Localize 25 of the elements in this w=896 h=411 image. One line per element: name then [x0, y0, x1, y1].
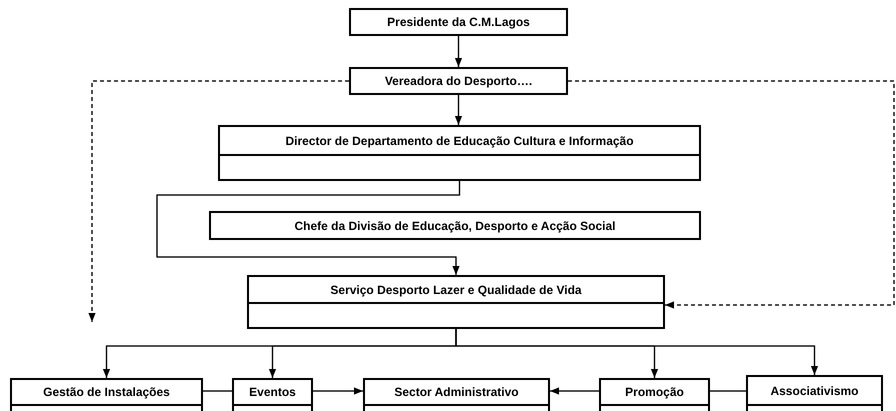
box-title: Director de Departamento de Educação Cultura e Informação: [285, 132, 634, 150]
box-title: Vereadora do Desporto….: [384, 73, 532, 90]
dashed-arrow: [568, 80, 895, 309]
box-title: Associativismo: [770, 382, 859, 400]
connector-line: [710, 390, 746, 392]
dashed-arrow: [88, 80, 349, 322]
box-title: Gestão de Instalações: [43, 384, 170, 401]
org-box: [349, 8, 568, 36]
connector-line: [203, 390, 232, 392]
arrow: [454, 36, 462, 67]
box-title: Sector Administrativo: [394, 384, 519, 401]
org-box: [209, 211, 701, 240]
box-title: Promoção: [625, 384, 684, 401]
arrow: [156, 181, 460, 275]
box-title: Eventos: [249, 384, 296, 401]
arrow: [550, 387, 599, 395]
org-box: [349, 67, 568, 95]
org-box: [247, 275, 665, 329]
box-title: Serviço Desporto Lazer e Qualidade de Vida: [330, 282, 582, 298]
arrow: [313, 387, 363, 395]
org-box: [218, 125, 701, 181]
arrow: [454, 95, 462, 125]
arrow: [455, 329, 818, 375]
box-title: Presidente da C.M.Lagos: [387, 14, 530, 31]
box-title: Chefe da Divisão de Educação, Desporto e Acção Social: [294, 218, 616, 234]
